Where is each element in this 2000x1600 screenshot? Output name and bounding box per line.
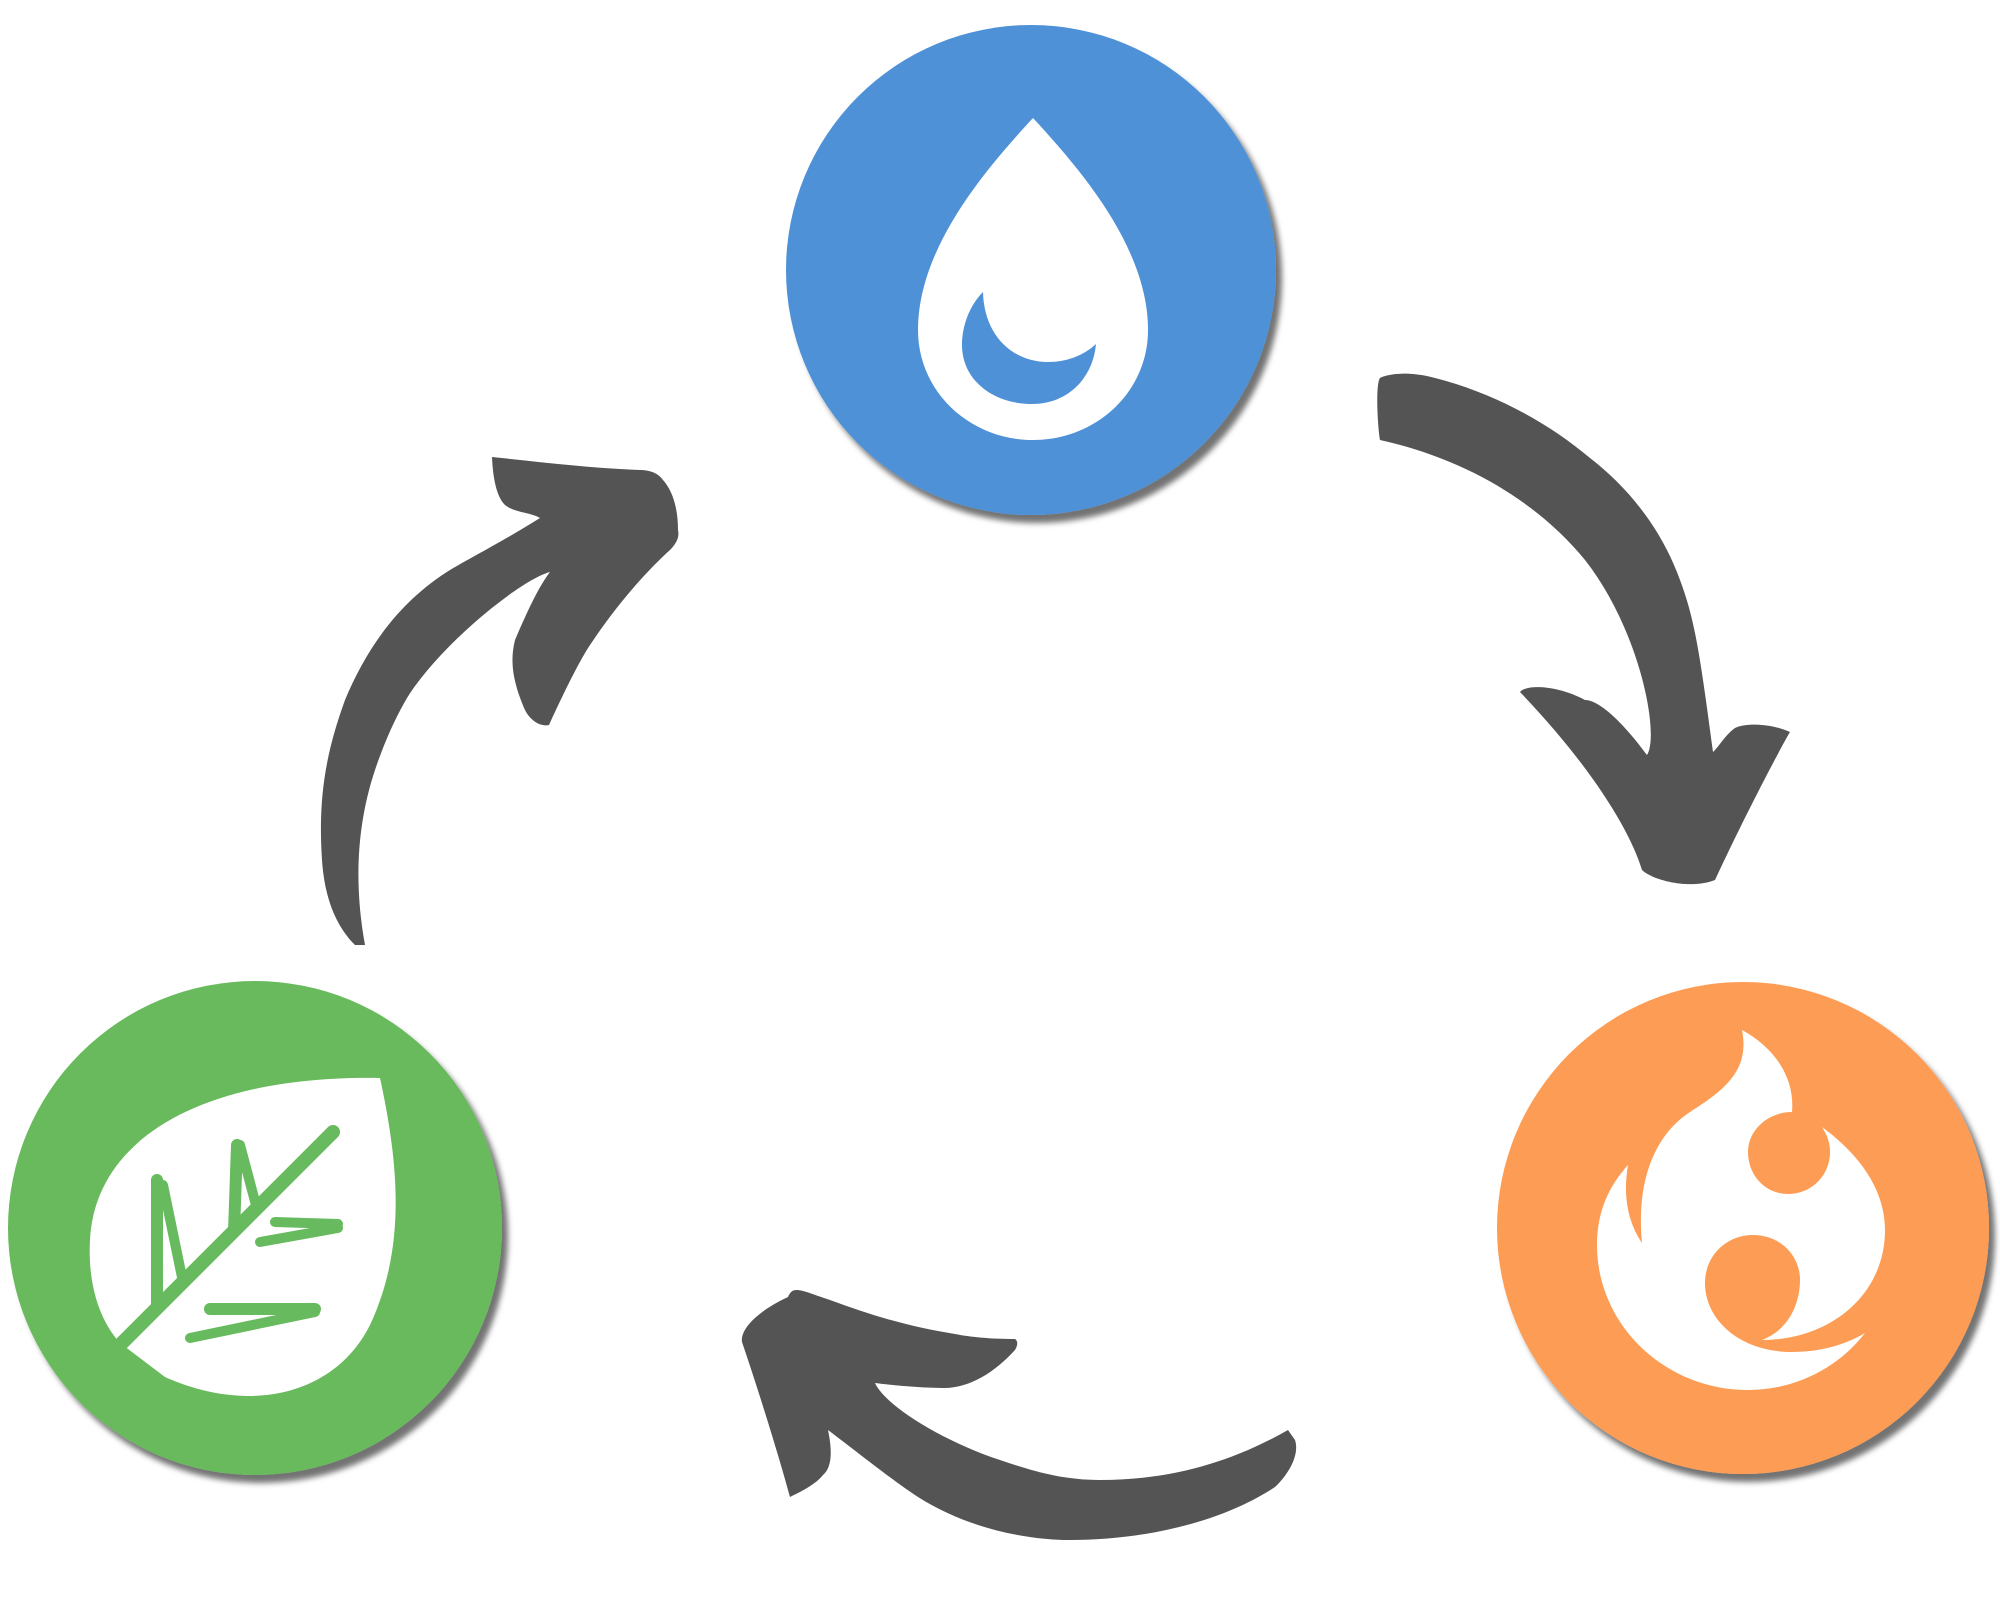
fire-node (1497, 982, 1989, 1474)
water-node (786, 25, 1276, 515)
arrow-water-to-fire (1377, 373, 1790, 885)
water-drop-highlight (962, 292, 1096, 404)
arrow-fire-to-grass (741, 1289, 1297, 1540)
leaf-veins (115, 1125, 343, 1350)
grass-node (8, 981, 502, 1475)
leaf-icon (89, 1077, 396, 1396)
flame-icon (1597, 1030, 1885, 1390)
arrow-grass-to-water (320, 457, 679, 945)
